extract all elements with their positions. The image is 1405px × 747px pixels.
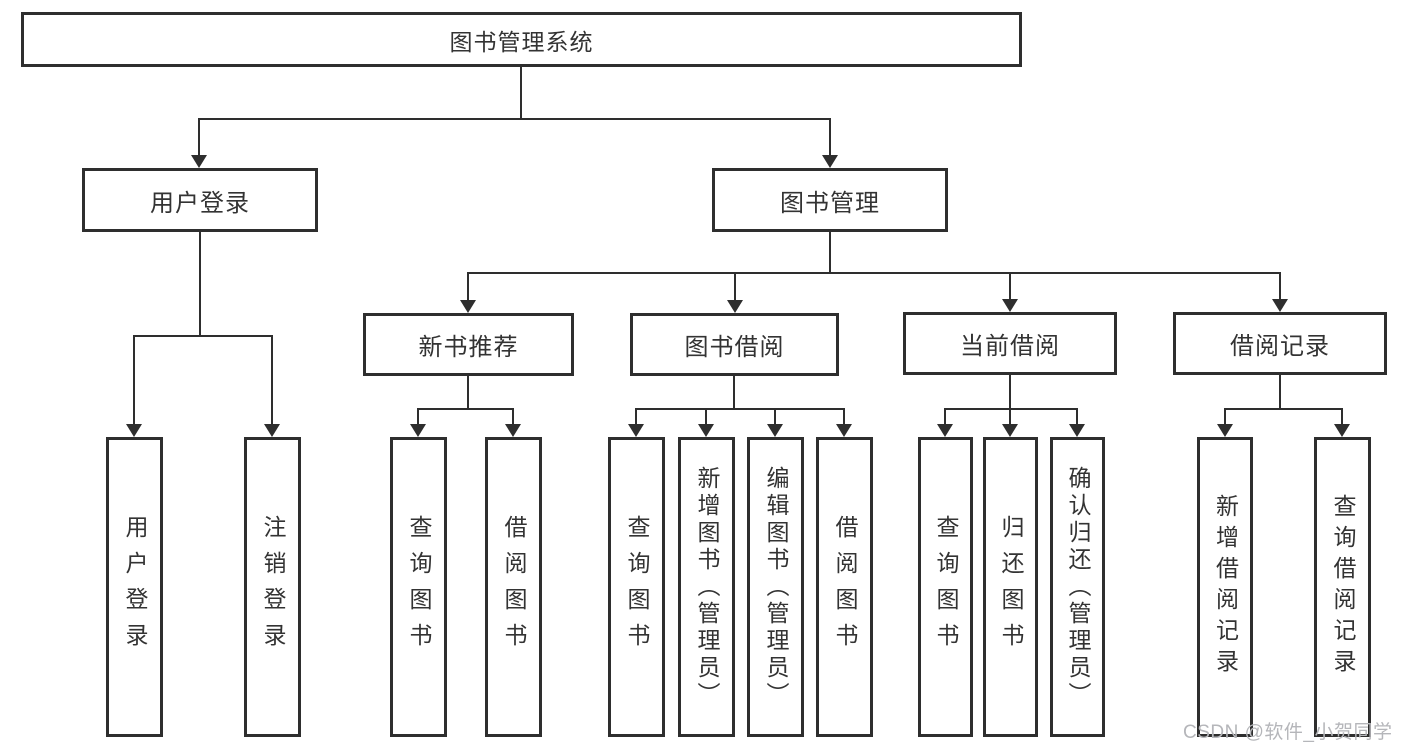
connector-book-borrow-stem	[733, 376, 735, 408]
arrowhead	[505, 424, 521, 437]
connector-user-login-bus	[133, 335, 273, 337]
connector-drop	[944, 408, 946, 424]
arrowhead	[191, 155, 207, 168]
arrowhead	[937, 424, 953, 437]
connector-drop-book-mgmt	[829, 118, 831, 156]
connector-root-stem	[520, 67, 522, 118]
arrowhead	[1002, 424, 1018, 437]
connector-drop-borrow-record	[1279, 272, 1281, 299]
connector-book-borrow-bus	[636, 408, 845, 410]
arrowhead	[264, 424, 280, 437]
connector-current-borrow-bus	[945, 408, 1078, 410]
arrowhead	[836, 424, 852, 437]
connector-borrow-record-bus	[1225, 408, 1343, 410]
arrowhead	[727, 300, 743, 313]
connector-drop	[774, 408, 776, 424]
connector-borrow-record-stem	[1279, 375, 1281, 408]
arrowhead	[767, 424, 783, 437]
connector-new-book-bus	[418, 408, 514, 410]
connector-book-mgmt-bus	[468, 272, 1281, 274]
connector-drop-login-leaf	[133, 335, 135, 425]
node-library-system-label: 图书管理系统	[449, 28, 594, 55]
connector-drop	[1224, 408, 1226, 424]
connector-drop	[635, 408, 637, 424]
leaf-user-login-label: 用户登录	[122, 515, 148, 659]
arrowhead	[1217, 424, 1233, 437]
arrowhead	[698, 424, 714, 437]
leaf-add-borrow-record: 新增借阅记录	[1197, 437, 1253, 737]
leaf-user-login: 用户登录	[106, 437, 163, 737]
node-user-login: 用户登录	[82, 168, 318, 232]
leaf-query-current: 查询图书	[918, 437, 973, 737]
connector-drop	[1009, 408, 1011, 424]
node-book-borrow-label: 图书借阅	[684, 334, 785, 361]
node-book-management-label: 图书管理	[780, 189, 880, 217]
leaf-confirm-return-admin: 确认归还（管理员）	[1050, 437, 1105, 737]
arrowhead	[460, 300, 476, 313]
node-new-book-recommend-label: 新书推荐	[418, 334, 519, 361]
connector-drop	[705, 408, 707, 424]
connector-drop	[843, 408, 845, 424]
leaf-query-books: 查询图书	[608, 437, 665, 737]
leaf-borrow-books-recommend-label: 借阅图书	[501, 515, 527, 659]
leaf-confirm-return-admin-label: 确认归还（管理员）	[1065, 465, 1091, 709]
leaf-query-books-recommend-label: 查询图书	[406, 515, 432, 659]
leaf-return-books: 归还图书	[983, 437, 1038, 737]
node-book-management: 图书管理	[712, 168, 948, 232]
connector-root-bus	[199, 118, 831, 120]
connector-drop-new-book	[467, 272, 469, 300]
node-new-book-recommend: 新书推荐	[363, 313, 574, 376]
leaf-edit-books-admin: 编辑图书（管理员）	[747, 437, 804, 737]
node-borrow-record: 借阅记录	[1173, 312, 1387, 375]
node-user-login-label: 用户登录	[150, 189, 250, 217]
connector-drop	[1341, 408, 1343, 424]
leaf-logout: 注销登录	[244, 437, 301, 737]
leaf-query-current-label: 查询图书	[933, 515, 959, 659]
leaf-add-borrow-record-label: 新增借阅记录	[1212, 494, 1239, 680]
leaf-add-books-admin-label: 新增图书（管理员）	[694, 465, 720, 709]
connector-new-book-stem	[467, 376, 469, 408]
connector-current-borrow-stem	[1009, 375, 1011, 408]
leaf-add-books-admin: 新增图书（管理员）	[678, 437, 735, 737]
arrowhead	[410, 424, 426, 437]
leaf-return-books-label: 归还图书	[998, 515, 1024, 659]
connector-book-mgmt-stem	[829, 232, 831, 272]
leaf-query-books-label: 查询图书	[624, 515, 650, 659]
node-current-borrow: 当前借阅	[903, 312, 1117, 375]
arrowhead	[1002, 299, 1018, 312]
arrowhead	[126, 424, 142, 437]
connector-drop	[1076, 408, 1078, 424]
node-book-borrow: 图书借阅	[630, 313, 839, 376]
arrowhead	[1069, 424, 1085, 437]
leaf-query-borrow-record-label: 查询借阅记录	[1330, 494, 1356, 680]
connector-drop-current-borrow	[1009, 272, 1011, 299]
leaf-logout-label: 注销登录	[260, 515, 286, 659]
arrowhead	[822, 155, 838, 168]
leaf-borrow-books-recommend: 借阅图书	[485, 437, 542, 737]
connector-user-login-stem	[199, 232, 201, 335]
leaf-edit-books-admin-label: 编辑图书（管理员）	[763, 465, 789, 709]
connector-drop	[512, 408, 514, 424]
node-current-borrow-label: 当前借阅	[960, 333, 1060, 360]
node-library-system: 图书管理系统	[21, 12, 1022, 67]
connector-drop-user-login	[198, 118, 200, 156]
connector-drop-logout-leaf	[271, 335, 273, 425]
arrowhead	[628, 424, 644, 437]
arrowhead	[1334, 424, 1350, 437]
connector-drop	[417, 408, 419, 424]
leaf-query-borrow-record: 查询借阅记录	[1314, 437, 1371, 737]
csdn-watermark: CSDN @软件_小贺同学	[1183, 722, 1393, 743]
leaf-borrow-books: 借阅图书	[816, 437, 873, 737]
leaf-borrow-books-label: 借阅图书	[832, 515, 858, 659]
connector-drop-book-borrow	[734, 272, 736, 300]
arrowhead	[1272, 299, 1288, 312]
node-borrow-record-label: 借阅记录	[1230, 333, 1330, 360]
leaf-query-books-recommend: 查询图书	[390, 437, 447, 737]
